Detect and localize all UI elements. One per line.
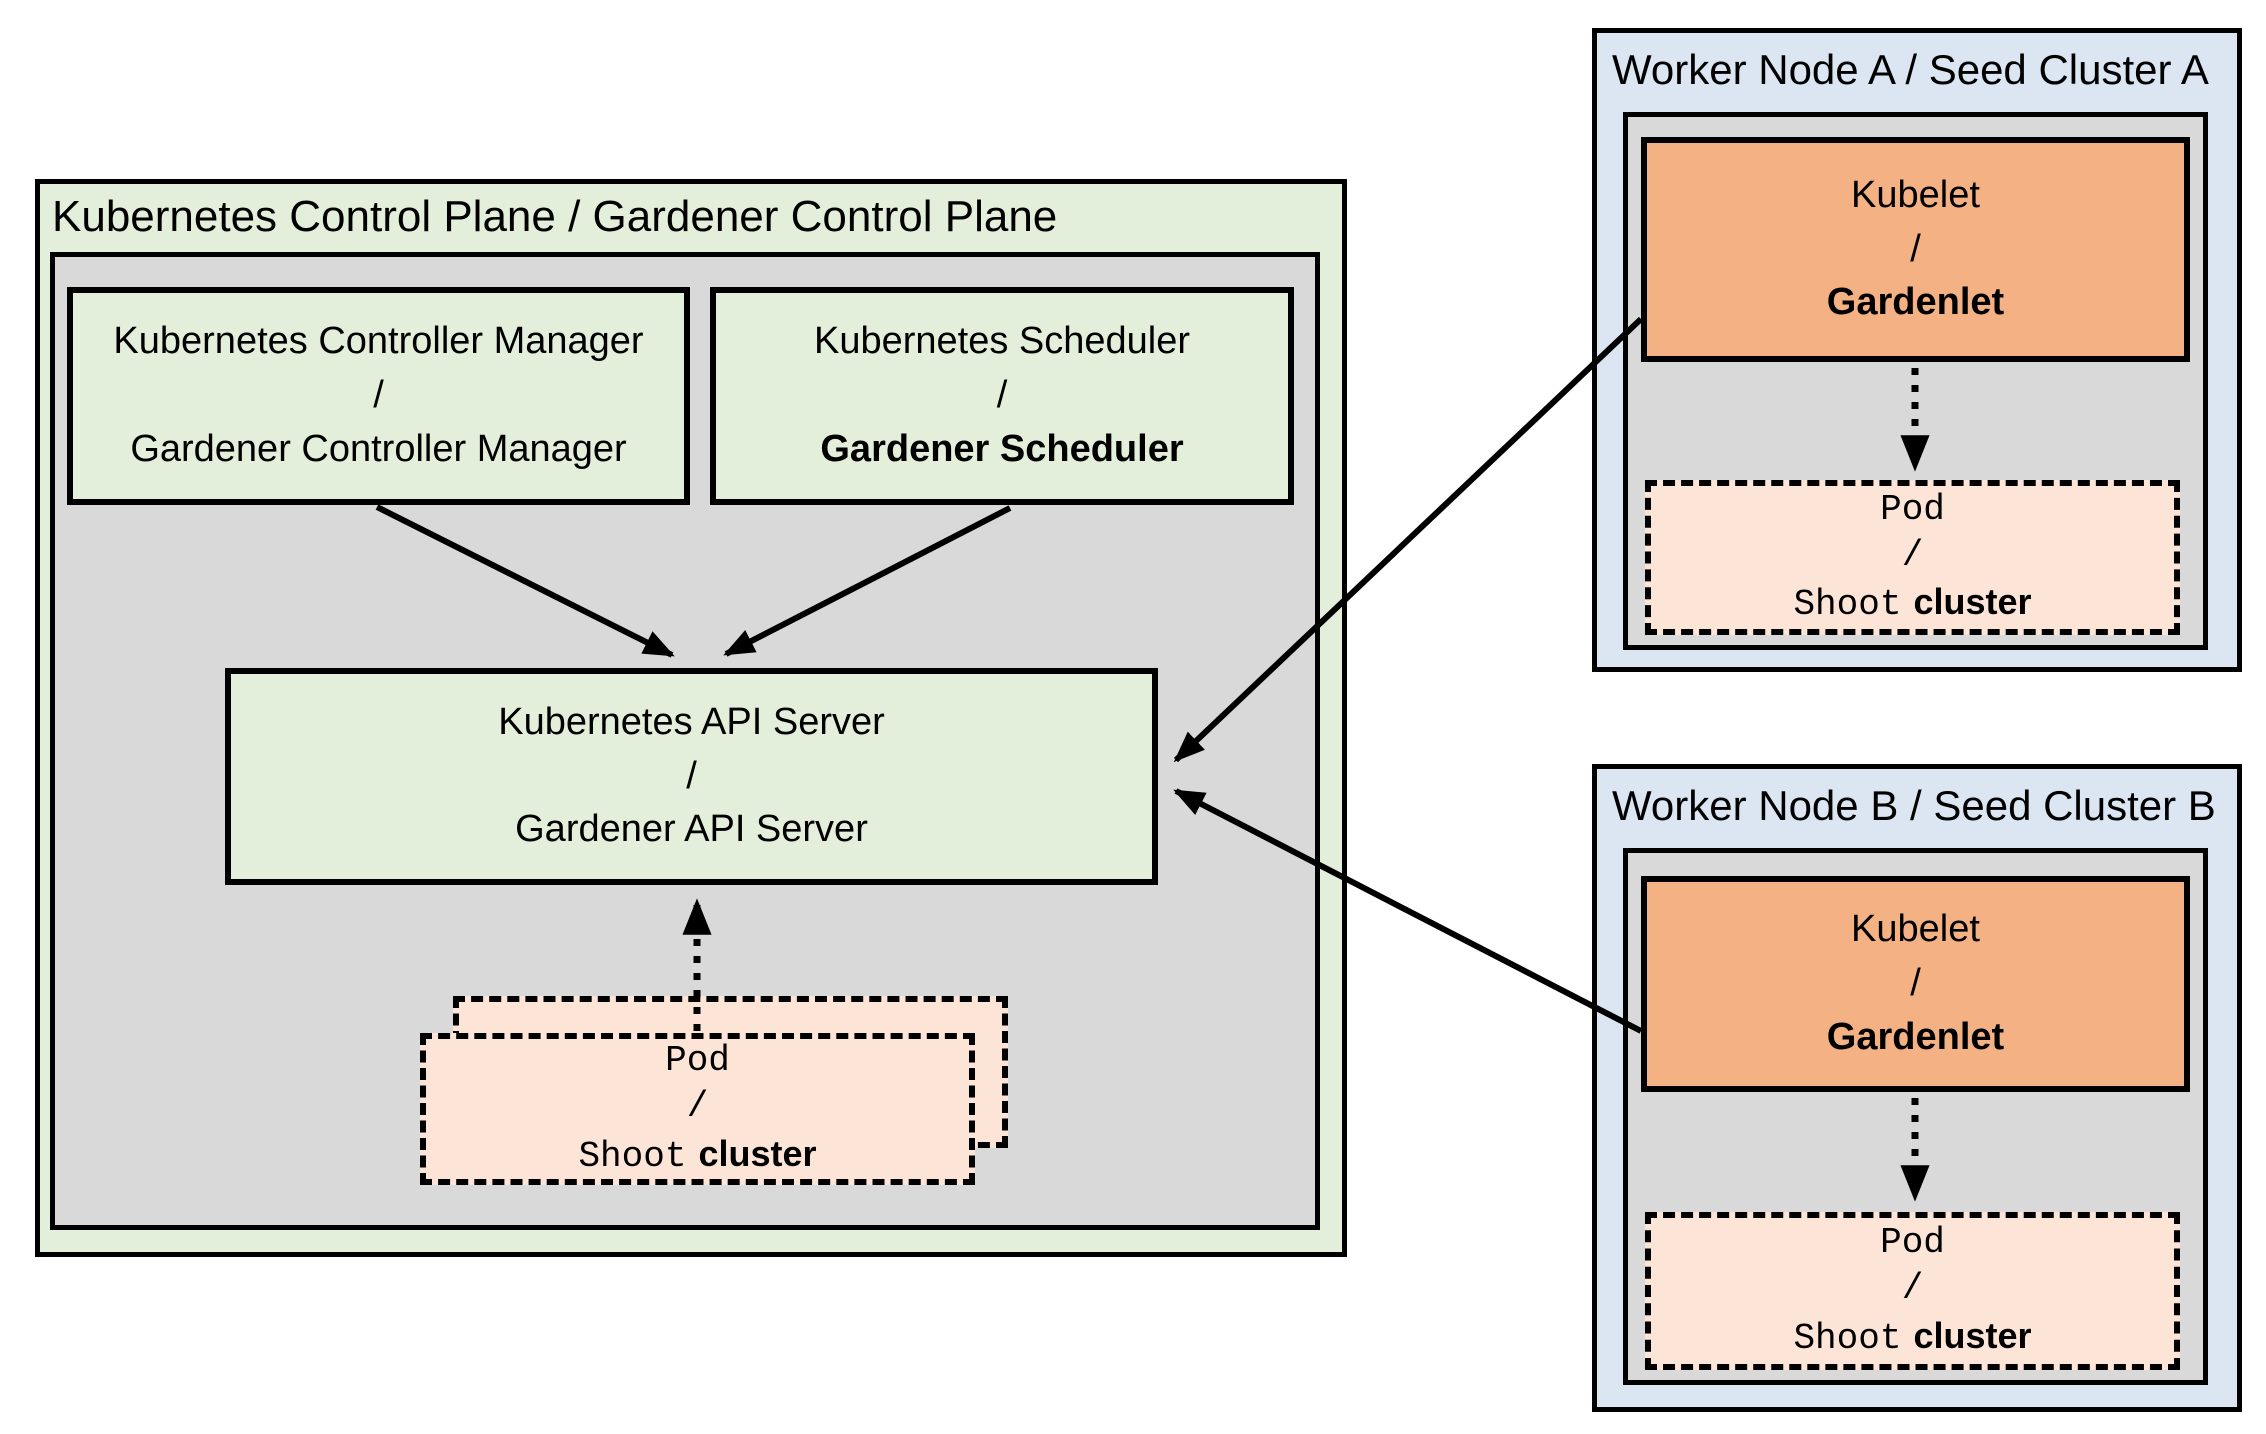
- api-server-line2: Gardener API Server: [515, 808, 868, 851]
- pod-line1: Pod: [665, 1040, 730, 1082]
- pod-a-separator: /: [1901, 534, 1924, 576]
- pod-b-line1: Pod: [1880, 1222, 1945, 1264]
- control-plane-title: Kubernetes Control Plane / Gardener Cont…: [52, 192, 1058, 241]
- kubelet-b-line2: Gardenlet: [1826, 1015, 2005, 1058]
- pod-a-line3: Shoot cluster: [1793, 579, 2031, 628]
- scheduler-line2: Gardener Scheduler: [820, 427, 1184, 470]
- kubelet-a-line1: Kubelet: [1851, 173, 1980, 216]
- kubelet-a-separator: /: [1910, 227, 1921, 270]
- kubelet-b-line1: Kubelet: [1851, 908, 1980, 951]
- scheduler-separator: /: [996, 374, 1008, 417]
- pod-line3-code: Shoot: [578, 1135, 687, 1177]
- pod-a-line3-plain: cluster: [1913, 581, 2032, 623]
- kubelet-b-separator: /: [1910, 962, 1921, 1005]
- kubelet-a-line2: Gardenlet: [1826, 281, 2005, 324]
- scheduler-line1: Kubernetes Scheduler: [813, 320, 1191, 363]
- controller-manager-separator: /: [373, 374, 384, 417]
- pod-a-line3-code: Shoot: [1793, 584, 1902, 626]
- pod-b-line3-code: Shoot: [1793, 1317, 1902, 1359]
- api-server-separator: /: [686, 754, 697, 797]
- pod-b-line3-plain: cluster: [1913, 1314, 2032, 1356]
- pod-line3-plain: cluster: [698, 1132, 817, 1174]
- pod-line3: Shoot cluster: [578, 1131, 816, 1180]
- controller-manager-box: Kubernetes Controller Manager / Gardener…: [67, 287, 690, 505]
- kubelet-b-box: Kubelet / Gardenlet: [1641, 876, 2190, 1092]
- worker-node-b-title: Worker Node B / Seed Cluster B: [1612, 782, 2216, 829]
- scheduler-box: Kubernetes Scheduler / Gardener Schedule…: [710, 287, 1294, 505]
- pod-a-line1: Pod: [1880, 488, 1945, 530]
- kubelet-a-box: Kubelet / Gardenlet: [1641, 137, 2190, 362]
- worker-node-a-title: Worker Node A / Seed Cluster A: [1612, 46, 2209, 93]
- api-server-line1: Kubernetes API Server: [498, 700, 885, 743]
- pod-b-box: Pod / Shoot cluster: [1645, 1212, 2180, 1370]
- pod-b-separator: /: [1901, 1268, 1924, 1310]
- pod-b-line3: Shoot cluster: [1793, 1313, 2031, 1362]
- pod-separator: /: [686, 1086, 709, 1128]
- api-server-box: Kubernetes API Server / Gardener API Ser…: [225, 668, 1158, 885]
- controller-manager-line2: Gardener Controller Manager: [130, 427, 627, 470]
- pod-shoot-front-box: Pod / Shoot cluster: [420, 1033, 975, 1185]
- controller-manager-line1: Kubernetes Controller Manager: [113, 320, 644, 363]
- pod-a-box: Pod / Shoot cluster: [1645, 480, 2180, 635]
